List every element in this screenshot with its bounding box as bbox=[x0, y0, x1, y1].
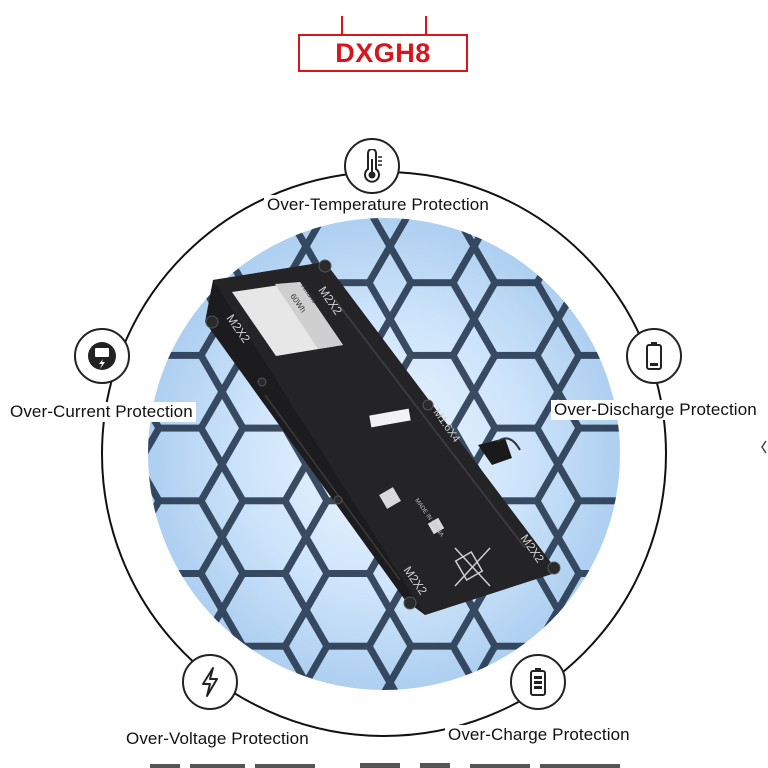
discharge-badge bbox=[626, 328, 682, 384]
temperature-badge bbox=[344, 138, 400, 194]
charge-label: Over-Charge Protection bbox=[445, 725, 633, 745]
current-label: Over-Current Protection bbox=[7, 402, 196, 422]
cropped-text-fragments bbox=[150, 763, 620, 768]
lightning-bolt-icon bbox=[202, 667, 218, 697]
charge-badge bbox=[510, 654, 566, 710]
qr-code bbox=[379, 487, 401, 509]
charging-battery-icon bbox=[530, 668, 546, 696]
recycle-bin-icon bbox=[454, 547, 491, 587]
temperature-label: Over-Temperature Protection bbox=[264, 195, 492, 215]
edge-mark bbox=[761, 440, 767, 454]
thermometer-icon bbox=[364, 149, 382, 183]
model-badge: DXGH8 bbox=[298, 34, 468, 72]
title-connector-left bbox=[341, 16, 343, 34]
battery-label bbox=[232, 282, 343, 356]
voltage-badge bbox=[182, 654, 238, 710]
battery-cutout bbox=[369, 408, 411, 428]
title-connector-right bbox=[425, 16, 427, 34]
mounting-tabs bbox=[205, 259, 561, 610]
current-badge bbox=[74, 328, 130, 384]
battery-connector bbox=[478, 438, 512, 465]
low-battery-icon bbox=[646, 342, 662, 370]
voltage-label: Over-Voltage Protection bbox=[123, 729, 312, 749]
current-meter-icon bbox=[88, 342, 116, 370]
model-number: DXGH8 bbox=[335, 37, 431, 68]
cert-mark bbox=[427, 517, 445, 535]
discharge-label: Over-Discharge Protection bbox=[551, 400, 760, 420]
